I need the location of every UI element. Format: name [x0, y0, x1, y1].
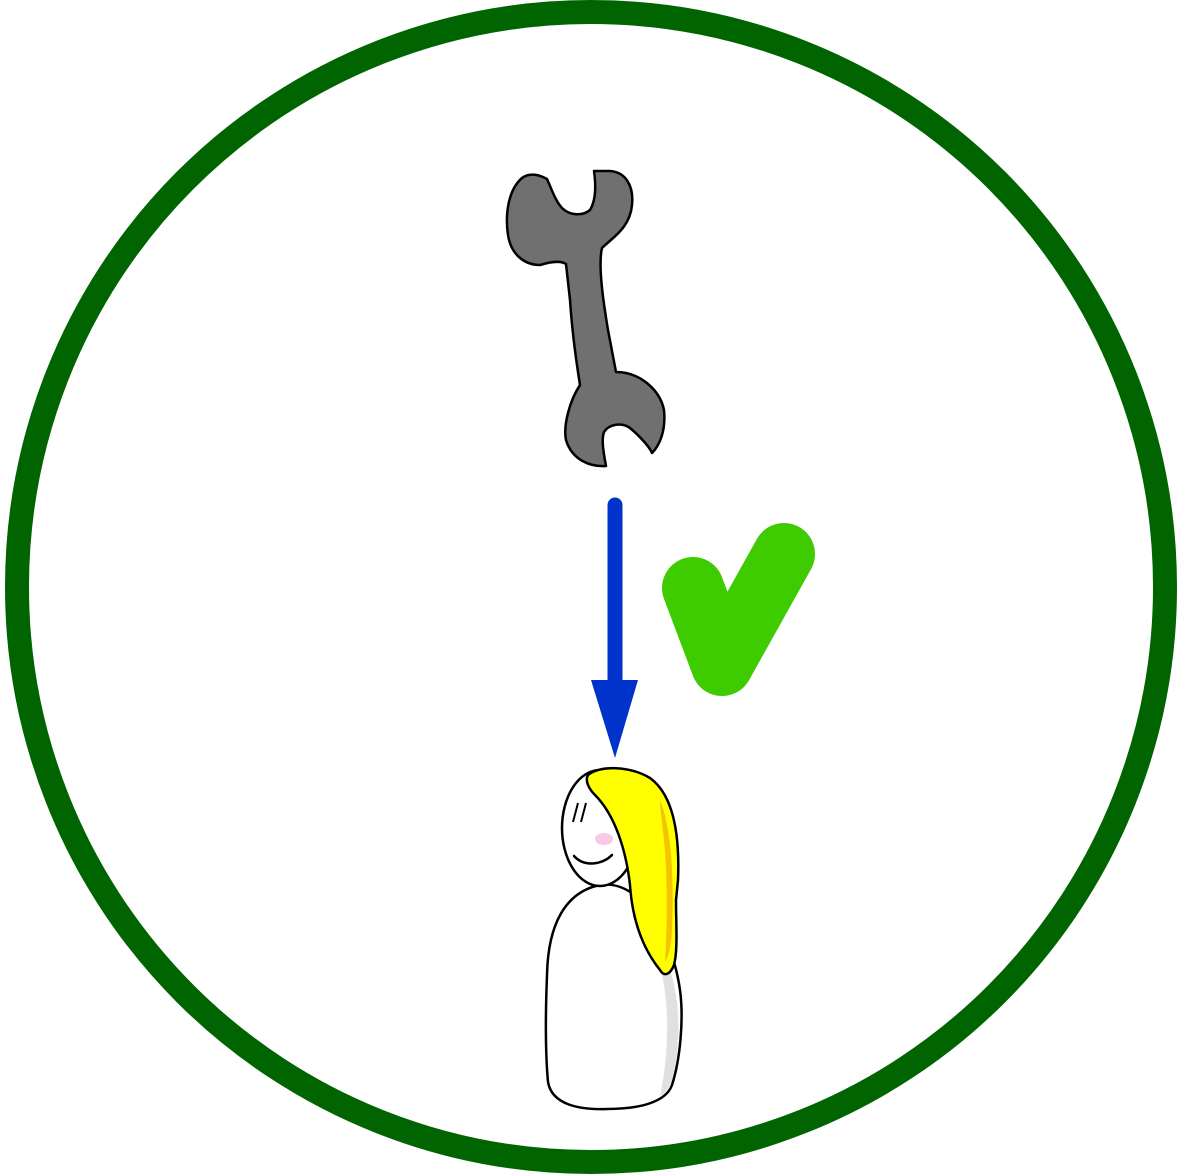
cheek — [595, 833, 613, 845]
arrow-head — [591, 680, 638, 758]
wrench-icon — [507, 171, 664, 466]
checkmark-icon — [693, 554, 784, 665]
person-figure — [546, 768, 682, 1109]
down-arrow-icon — [591, 505, 638, 758]
wrench-body — [507, 171, 664, 466]
